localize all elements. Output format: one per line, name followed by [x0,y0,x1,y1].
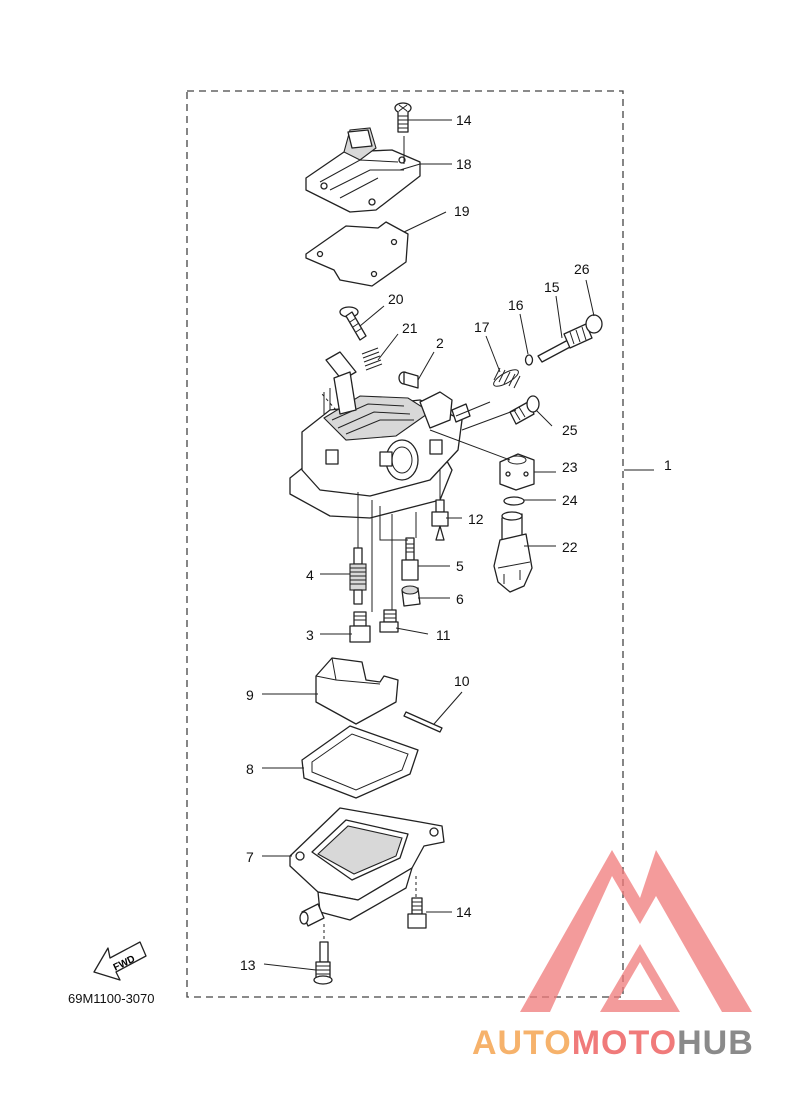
watermark-part-auto: AUTO [472,1024,572,1062]
callout-25: 25 [562,422,578,438]
watermark-triangle-inner [600,944,680,1012]
callout-8: 8 [246,761,254,777]
watermark-logo [520,850,752,1012]
callout-4: 4 [306,567,314,583]
callout-21: 21 [402,320,418,336]
callout-9: 9 [246,687,254,703]
callout-labels: 1 2 3 4 5 6 7 8 9 10 11 12 13 14 14 15 1… [240,112,672,973]
part-9-float-icon [315,657,399,725]
part-26-cap-icon [585,314,603,334]
callout-22: 22 [562,539,578,555]
callout-24: 24 [562,492,578,508]
callout-5: 5 [456,558,464,574]
callout-26: 26 [574,261,590,277]
part-11-bolt-icon [379,609,399,633]
watermark-part-hub: HUB [677,1024,754,1062]
callout-14-top: 14 [456,112,472,128]
callout-11: 11 [436,627,451,643]
callout-6: 6 [456,591,464,607]
callout-13: 13 [240,957,256,973]
fwd-arrow-icon: FWD [93,941,147,981]
callout-17: 17 [474,319,490,335]
part-17-spring-icon [493,367,521,389]
leader-lines [262,119,654,971]
callout-18: 18 [456,156,472,172]
callout-14-bottom: 14 [456,904,472,920]
callout-10: 10 [454,673,470,689]
part-10-pin-icon [403,711,443,733]
part-24-o-ring-icon [503,496,525,506]
callout-15: 15 [544,279,560,295]
part-4-jet-icon [349,547,367,605]
watermark-triangle-outer [520,850,752,1012]
part-20-screw-icon [339,306,367,341]
part-13-drain-screw-icon [313,941,333,985]
watermark-part-moto: MOTO [572,1024,677,1062]
callout-16: 16 [508,297,524,313]
part-22-throttle-valve-icon [493,511,533,593]
diagram-code: 69M1100-3070 [68,991,155,1006]
part-16-o-ring-icon [524,354,534,366]
callout-20: 20 [388,291,404,307]
part-6-plug-icon [401,585,421,607]
part-8-gasket-icon [301,725,419,799]
callout-23: 23 [562,459,578,475]
watermark-text: AUTOMOTOHUB [472,1024,754,1062]
part-19-gasket-icon [305,221,409,287]
callout-2: 2 [436,335,444,351]
callout-1: 1 [664,457,672,473]
callout-7: 7 [246,849,254,865]
part-12-needle-valve-icon [431,499,449,541]
part-23-block-icon [499,453,535,491]
part-21-spring-icon [361,347,383,371]
callout-12: 12 [468,511,484,527]
assembly-frame [186,90,624,998]
callout-3: 3 [306,627,314,643]
part-5-pilot-jet-icon [401,537,419,581]
part-14-top-screw-icon [394,102,412,133]
part-7-float-bowl-icon [289,807,445,927]
part-3-main-jet-icon [349,611,371,643]
callout-19: 19 [454,203,470,219]
part-18-cover-icon [305,127,421,213]
part-2-plug-icon [398,371,419,389]
part-15-screw-icon [537,323,593,363]
part-14-bottom-bolt-icon [407,897,427,929]
part-25-screw-icon [509,395,540,425]
carburetor-body-icon [289,351,471,519]
